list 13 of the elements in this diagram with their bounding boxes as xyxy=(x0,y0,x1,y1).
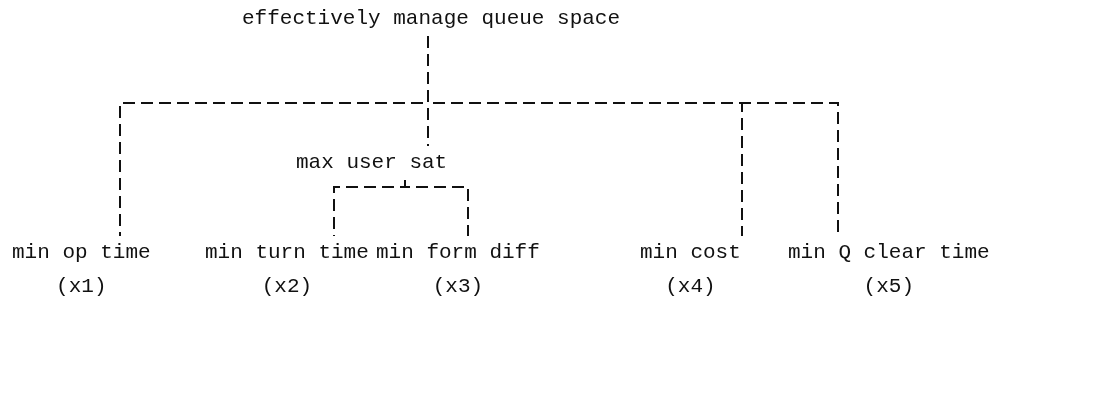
variable-label: (x5) xyxy=(863,274,915,300)
node-label: effectively manage queue space xyxy=(242,6,621,32)
variable-label: (x1) xyxy=(56,274,107,300)
tree-connector xyxy=(404,179,469,237)
node-label: min op time xyxy=(12,240,151,266)
node-label: min form diff xyxy=(376,240,540,266)
variable-label: (x2) xyxy=(261,274,313,300)
variable-label: (x4) xyxy=(665,274,716,300)
node-label: max user sat xyxy=(296,150,448,176)
node-label: min cost xyxy=(640,240,741,266)
node-label: min turn time xyxy=(205,240,369,266)
variable-label: (x3) xyxy=(432,274,484,300)
node-label: min Q clear time xyxy=(788,240,990,266)
